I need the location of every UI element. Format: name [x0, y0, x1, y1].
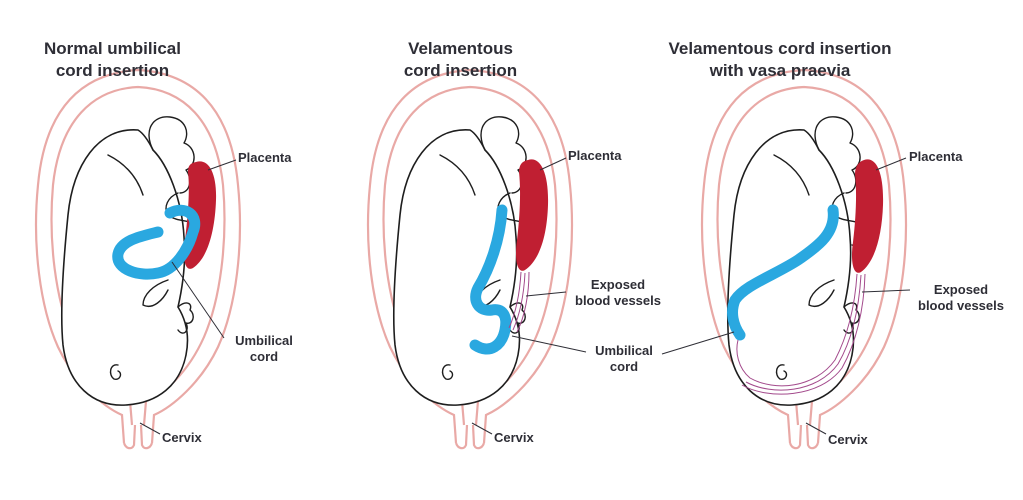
cord-leader	[171, 261, 225, 339]
title-line: Normal umbilical	[44, 39, 181, 58]
exposed-vessels-shape	[508, 271, 530, 333]
panel-vasa-praevia	[661, 68, 911, 450]
panel-title: Velamentous cord insertion with vasa pra…	[650, 38, 910, 82]
placenta-shape	[515, 159, 549, 271]
umbilical-cord-label: Umbilical cord	[226, 333, 302, 365]
cord-leader	[511, 335, 587, 353]
title-line: cord insertion	[403, 61, 518, 80]
placenta-label: Placenta	[238, 150, 292, 165]
placenta-shape	[851, 159, 884, 273]
cervix-leader	[139, 422, 161, 435]
placenta-label: Placenta	[909, 149, 963, 164]
placenta-leader	[539, 157, 567, 171]
label-line: cord	[249, 349, 279, 364]
label-line: blood vessels	[575, 293, 661, 308]
fetus-outline	[393, 116, 536, 406]
title-line: Velamentous cord insertion	[668, 39, 892, 58]
placenta-label: Placenta	[568, 148, 622, 163]
cervix-label: Cervix	[828, 432, 868, 447]
label-line: blood vessels	[918, 298, 1004, 313]
label-line: Exposed	[590, 277, 646, 292]
umbilical-cord-shape	[112, 204, 201, 280]
label-line: Umbilical	[235, 333, 293, 348]
title-line: cord insertion	[55, 61, 170, 80]
umbilical-cord-shape	[469, 204, 512, 355]
label-line: cord	[609, 359, 639, 374]
vessels-leader	[861, 289, 911, 293]
cervix-label: Cervix	[494, 430, 534, 445]
cervix-leader	[805, 422, 827, 435]
cord-leader	[661, 331, 735, 355]
panel-velamentous-insertion	[366, 68, 587, 450]
cervix-leader	[471, 422, 493, 435]
exposed-vessels-label: Exposed blood vessels	[910, 282, 1012, 314]
exposed-vessels-label: Exposed blood vessels	[568, 277, 668, 309]
panel-title: Normal umbilical cord insertion	[20, 38, 205, 82]
placenta-leader	[207, 159, 237, 171]
placenta-leader	[875, 157, 907, 171]
panel-normal-insertion	[34, 68, 242, 450]
cervix-label: Cervix	[162, 430, 202, 445]
exposed-vessels-shape	[736, 273, 866, 395]
umbilical-cord-shape	[727, 204, 839, 341]
title-line: Velamentous	[408, 39, 513, 58]
panel-title: Velamentous cord insertion	[378, 38, 543, 82]
title-line: with vasa praevia	[709, 61, 851, 80]
label-line: Umbilical	[595, 343, 653, 358]
vessels-leader	[525, 291, 567, 297]
label-line: Exposed	[933, 282, 989, 297]
umbilical-cord-label: Umbilical cord	[586, 343, 662, 375]
